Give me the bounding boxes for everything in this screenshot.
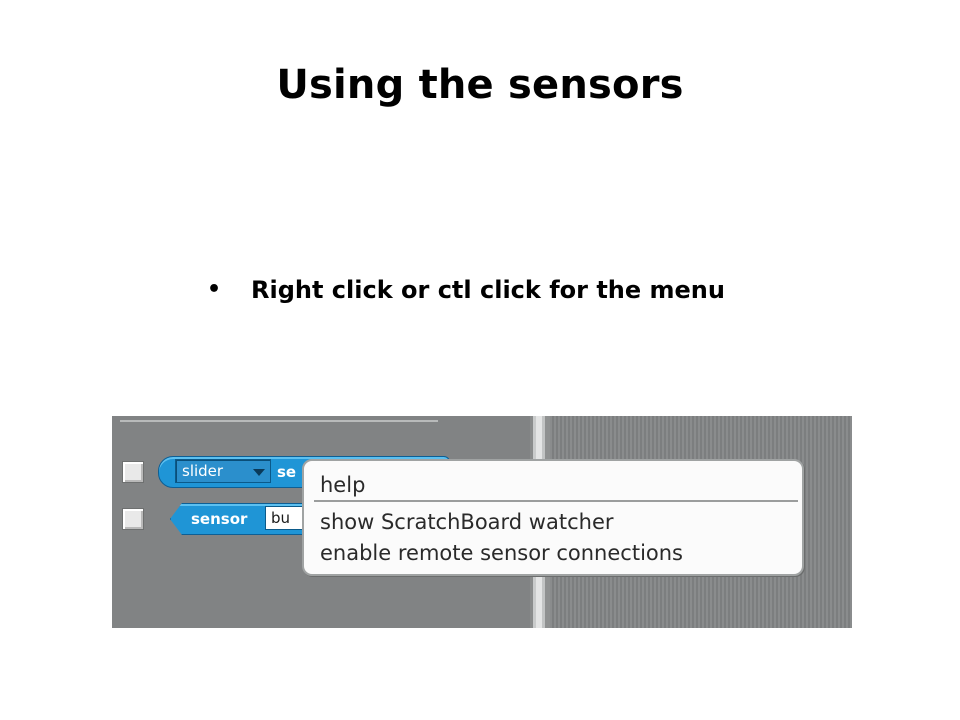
sensor-type-label: slider [182, 462, 224, 480]
menu-separator [314, 500, 798, 502]
menu-item-enable-remote-sensor-connections[interactable]: enable remote sensor connections [320, 541, 683, 565]
page-title: Using the sensors [276, 62, 684, 108]
sensor-value-checkbox[interactable] [122, 461, 144, 483]
sensor-pressed-checkbox[interactable] [122, 508, 144, 530]
menu-item-help[interactable]: help [320, 473, 366, 497]
bullet-text: Right click or ctl click for the menu [251, 276, 725, 304]
context-menu: help show ScratchBoard watcher enable re… [302, 459, 804, 576]
bullet-dot-icon: • [207, 277, 222, 302]
block-label-sensor: sensor [191, 510, 248, 528]
chevron-down-icon [253, 469, 265, 476]
block-label-fragment: se [277, 463, 297, 481]
sensor-type-dropdown[interactable]: slider [175, 459, 271, 483]
palette-divider [120, 420, 438, 422]
menu-item-show-scratchboard-watcher[interactable]: show ScratchBoard watcher [320, 510, 614, 534]
bullet-item: • Right click or ctl click for the menu [207, 274, 725, 306]
